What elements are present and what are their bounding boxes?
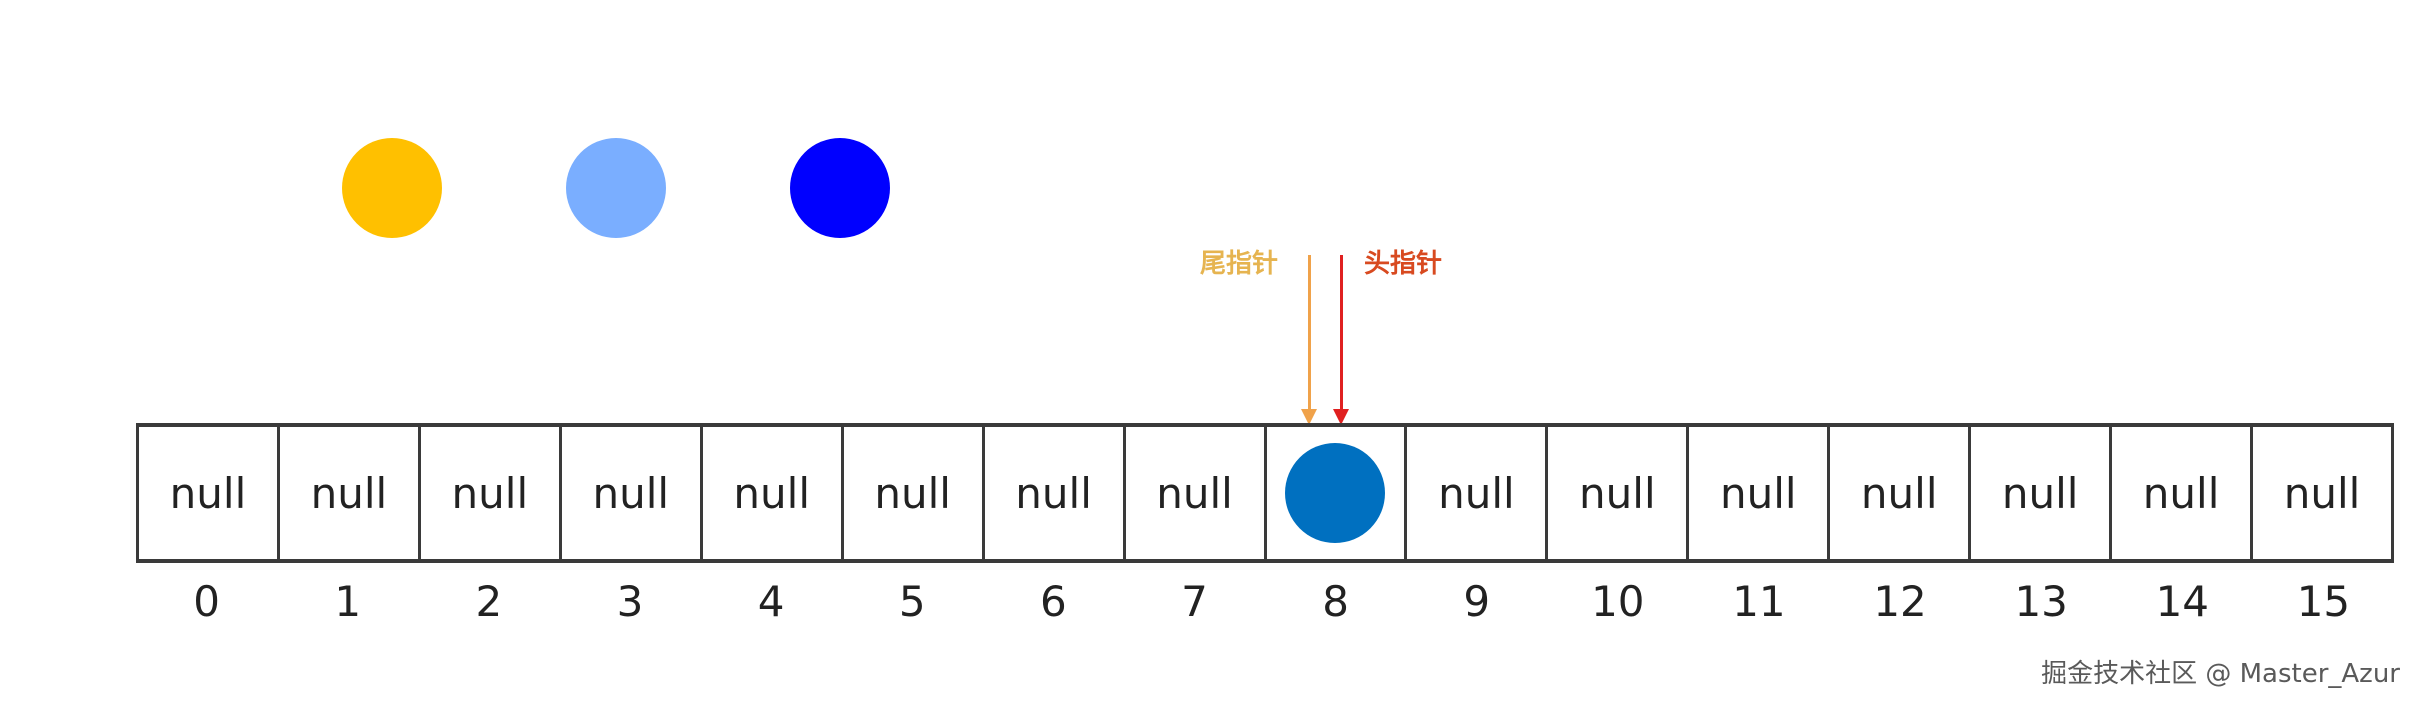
array-index-11: 11 — [1732, 577, 1786, 626]
array-cell-15: null — [2250, 427, 2394, 559]
tail-pointer-arrowhead — [1301, 409, 1317, 425]
waiting-ball-light-blue — [566, 138, 666, 238]
array-index-4: 4 — [757, 577, 785, 626]
array-index-6: 6 — [1039, 577, 1067, 626]
array-strip: null null null null null null null null null null… — [136, 423, 2394, 563]
array-cell-1: null — [276, 427, 418, 559]
array-cell-value: null — [1860, 468, 1938, 518]
array-cell-8 — [1263, 427, 1405, 559]
array-index-5: 5 — [898, 577, 926, 626]
head-pointer-arrowhead — [1333, 409, 1349, 425]
head-pointer-line — [1340, 255, 1343, 410]
array-index-14: 14 — [2155, 577, 2210, 626]
array-cell-value: null — [169, 468, 247, 518]
array-cell-10: null — [1545, 427, 1686, 559]
array-cell-value: null — [874, 468, 951, 518]
array-index-0: 0 — [193, 577, 220, 626]
array-cell-13: null — [1968, 427, 2109, 559]
tail-pointer-line — [1308, 255, 1311, 410]
array-index-7: 7 — [1181, 577, 1208, 626]
array-cell-value: null — [1719, 468, 1797, 518]
array-cell-5: null — [840, 427, 982, 559]
array-cell-12: null — [1827, 427, 1968, 559]
array-index-15: 15 — [2296, 577, 2351, 626]
array-cell-value: null — [592, 468, 670, 518]
watermark: 掘金技术社区 @ Master_Azur — [2041, 659, 2400, 689]
array-index-1: 1 — [334, 577, 362, 626]
array-cell-value: null — [2001, 468, 2079, 518]
array-cell-value: null — [451, 468, 529, 518]
array-cell-3: null — [558, 427, 700, 559]
array-index-13: 13 — [2014, 577, 2068, 626]
array-cell-value: null — [2283, 468, 2361, 518]
array-cell-9: null — [1404, 427, 1545, 559]
array-cell-value: null — [1438, 468, 1515, 518]
array-cell-7: null — [1122, 427, 1264, 559]
array-cell-11: null — [1686, 427, 1827, 559]
waiting-ball-blue — [790, 138, 890, 238]
array-index-3: 3 — [616, 577, 644, 626]
array-index-8: 8 — [1322, 577, 1349, 626]
array-index-12: 12 — [1873, 577, 1927, 626]
array-cell-6: null — [981, 427, 1123, 559]
array-cell-value: null — [2142, 468, 2220, 518]
array-cell-value: null — [1015, 468, 1092, 518]
array-index-10: 10 — [1591, 577, 1645, 626]
array-cell-value: null — [310, 468, 388, 518]
array-cell-4: null — [699, 427, 841, 559]
array-cell-value: null — [733, 468, 810, 518]
tail-pointer-label: 尾指针 — [1200, 249, 1279, 279]
queued-ball — [1285, 443, 1386, 543]
array-index-9: 9 — [1463, 577, 1491, 626]
array-cell-2: null — [417, 427, 559, 559]
waiting-ball-yellow — [342, 138, 442, 238]
array-index-2: 2 — [475, 577, 503, 626]
array-cell-value: null — [1156, 468, 1233, 518]
array-cell-14: null — [2109, 427, 2250, 559]
array-cell-value: null — [1579, 468, 1656, 518]
head-pointer-label: 头指针 — [1364, 249, 1443, 279]
array-cell-0: null — [136, 427, 277, 559]
